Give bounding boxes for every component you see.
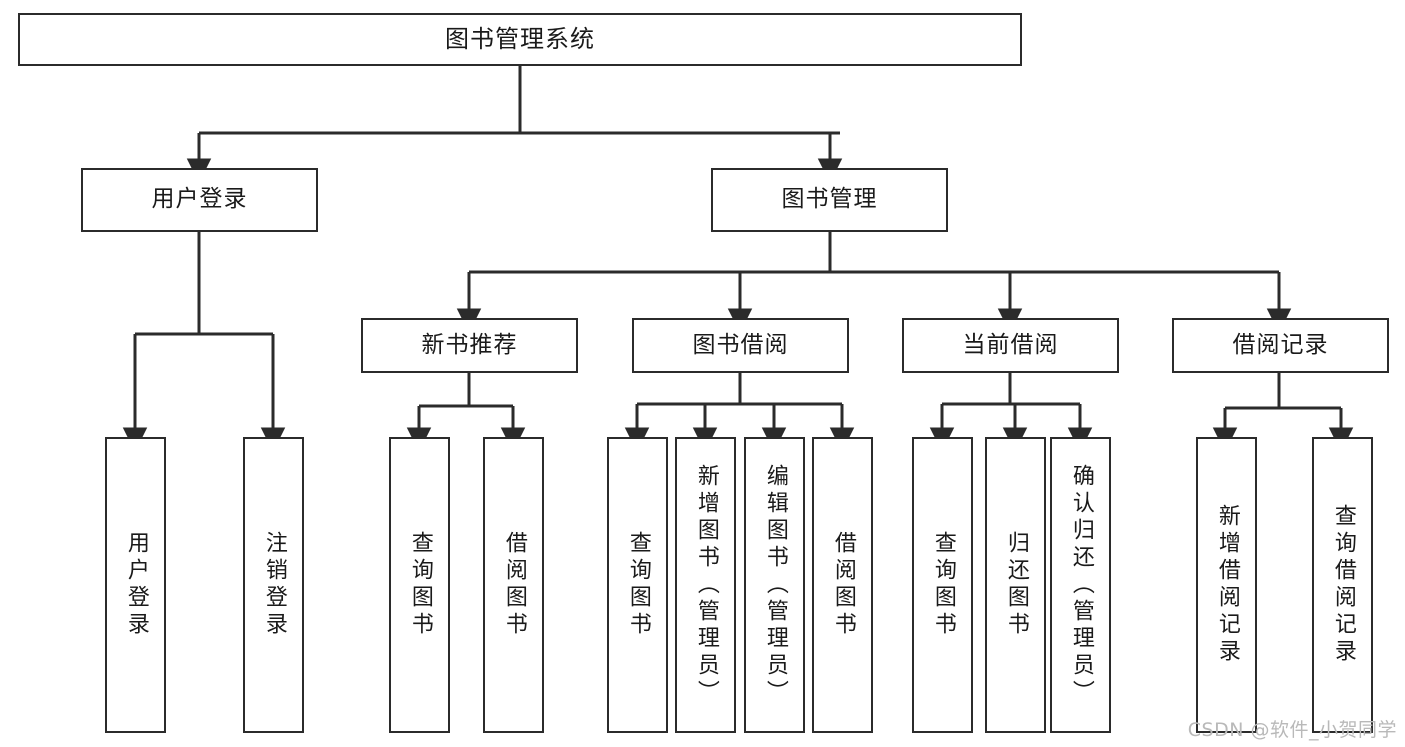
leaf-book-borrow-add-book-admin[interactable]: 新增图书（管理员） xyxy=(675,437,736,733)
watermark: CSDN @软件_小贺同学 xyxy=(1187,719,1397,741)
node-label: 借阅记录 xyxy=(1232,331,1329,358)
leaf-current-borrow-confirm-return-admin[interactable]: 确认归还（管理员） xyxy=(1050,437,1111,733)
node-label: 注销登录 xyxy=(261,531,287,639)
node-label: 查询图书 xyxy=(625,531,651,639)
node-label: 新书推荐 xyxy=(421,331,518,358)
node-root-book-management-system[interactable]: 图书管理系统 xyxy=(18,13,1022,66)
node-label: 确认归还（管理员） xyxy=(1068,463,1094,707)
leaf-new-book-query-book[interactable]: 查询图书 xyxy=(389,437,450,733)
node-label: 图书管理系统 xyxy=(445,25,595,54)
node-label: 当前借阅 xyxy=(962,331,1059,358)
leaf-book-borrow-query-book[interactable]: 查询图书 xyxy=(607,437,668,733)
leaf-borrow-record-add-record[interactable]: 新增借阅记录 xyxy=(1196,437,1257,733)
node-label: 用户登录 xyxy=(123,531,149,639)
node-label: 编辑图书（管理员） xyxy=(762,463,788,707)
node-new-book-recommend[interactable]: 新书推荐 xyxy=(361,318,578,373)
node-label: 图书管理 xyxy=(781,186,878,213)
leaf-book-borrow-edit-book-admin[interactable]: 编辑图书（管理员） xyxy=(744,437,805,733)
node-book-management[interactable]: 图书管理 xyxy=(711,168,948,232)
node-label: 归还图书 xyxy=(1003,531,1029,639)
node-current-borrow[interactable]: 当前借阅 xyxy=(902,318,1119,373)
leaf-book-borrow-borrow-book[interactable]: 借阅图书 xyxy=(812,437,873,733)
leaf-current-borrow-return-book[interactable]: 归还图书 xyxy=(985,437,1046,733)
leaf-borrow-record-query-record[interactable]: 查询借阅记录 xyxy=(1312,437,1373,733)
node-label: 新增借阅记录 xyxy=(1214,504,1240,666)
leaf-user-login-logout[interactable]: 注销登录 xyxy=(243,437,304,733)
node-label: 新增图书（管理员） xyxy=(693,463,719,707)
node-borrow-record[interactable]: 借阅记录 xyxy=(1172,318,1389,373)
node-label: 查询借阅记录 xyxy=(1330,504,1356,666)
node-label: 图书借阅 xyxy=(692,331,789,358)
node-label: 查询图书 xyxy=(407,531,433,639)
node-label: 查询图书 xyxy=(930,531,956,639)
node-label: 用户登录 xyxy=(151,186,248,213)
node-user-login[interactable]: 用户登录 xyxy=(81,168,318,232)
leaf-new-book-borrow-book[interactable]: 借阅图书 xyxy=(483,437,544,733)
node-label: 借阅图书 xyxy=(501,531,527,639)
node-label: 借阅图书 xyxy=(830,531,856,639)
leaf-user-login-login[interactable]: 用户登录 xyxy=(105,437,166,733)
leaf-current-borrow-query-book[interactable]: 查询图书 xyxy=(912,437,973,733)
node-book-borrow[interactable]: 图书借阅 xyxy=(632,318,849,373)
